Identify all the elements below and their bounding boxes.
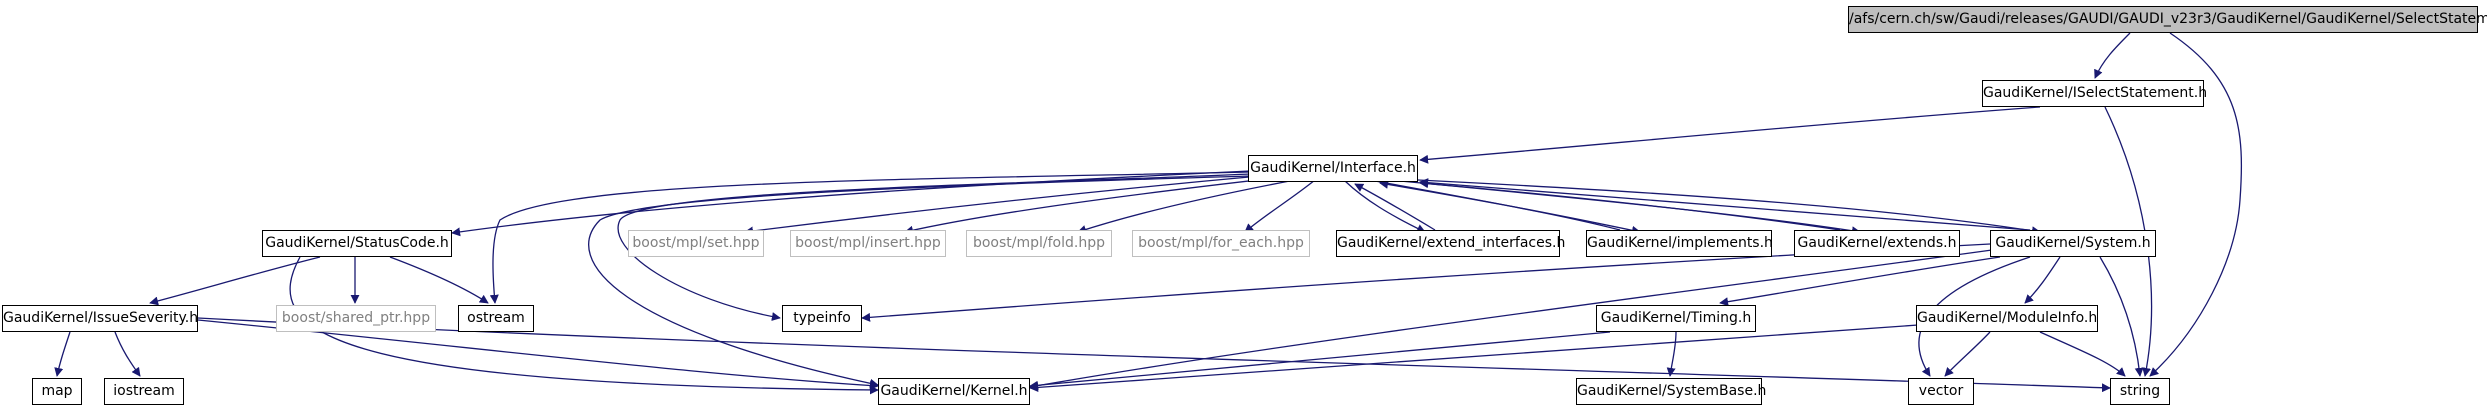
node-boost-mpl-fold[interactable]: boost/mpl/fold.hpp <box>966 230 1112 257</box>
node-kernel-header[interactable]: GaudiKernel/Kernel.h <box>878 378 1030 405</box>
node-iostream[interactable]: iostream <box>104 378 184 405</box>
edge-system-to-moduleinfo <box>2024 256 2061 304</box>
edge-extends-to-interface <box>1419 179 1841 231</box>
edge-extendinterfaces-to-interface <box>1354 183 1436 231</box>
node-select-statement-header[interactable]: /afs/cern.ch/sw/Gaudi/releases/GAUDI/GAU… <box>1848 6 2487 33</box>
node-system-header[interactable]: GaudiKernel/System.h <box>1990 230 2156 257</box>
node-system-base-header[interactable]: GaudiKernel/SystemBase.h <box>1576 378 1766 405</box>
edge-selectstatement-to-string <box>2149 32 2243 377</box>
edge-issueseverity-to-map <box>54 331 71 377</box>
edge-system-to-kernel <box>1029 249 1993 391</box>
edge-interface-to-boost-foreach <box>1244 179 1316 233</box>
edge-interface-to-extends <box>1399 180 1861 236</box>
node-status-code-header[interactable]: GaudiKernel/StatusCode.h <box>262 230 452 257</box>
edge-iselectstatement-to-interface <box>1419 106 2041 164</box>
edge-interface-to-kernel <box>588 175 1251 388</box>
edge-system-to-timing <box>1719 256 2001 307</box>
node-string[interactable]: string <box>2110 378 2170 405</box>
edge-implements-to-interface <box>1379 179 1621 231</box>
node-interface-header[interactable]: GaudiKernel/Interface.h <box>1248 155 1418 182</box>
node-boost-mpl-set[interactable]: boost/mpl/set.hpp <box>628 230 764 257</box>
edge-timing-to-systembase <box>1666 331 1677 377</box>
edge-system-to-typeinfo <box>861 243 1991 322</box>
node-extend-interfaces-header[interactable]: GaudiKernel/extend_interfaces.h <box>1336 230 1565 257</box>
node-timing-header[interactable]: GaudiKernel/Timing.h <box>1596 305 1756 332</box>
edge-interface-to-boost-fold <box>1077 179 1296 234</box>
edge-statuscode-to-issueseverity <box>149 256 321 306</box>
edge-statuscode-to-kernel <box>289 256 879 395</box>
edge-interface-to-extendinterfaces <box>1344 180 1426 233</box>
edge-moduleinfo-to-vector <box>1944 331 1991 377</box>
node-boost-mpl-for-each[interactable]: boost/mpl/for_each.hpp <box>1132 230 1310 257</box>
node-module-info-header[interactable]: GaudiKernel/ModuleInfo.h <box>1916 305 2098 332</box>
edge-interface-to-typeinfo <box>617 173 1251 321</box>
edge-issueseverity-to-kernel <box>197 319 879 390</box>
node-vector[interactable]: vector <box>1908 378 1974 405</box>
edge-interface-to-ostream <box>489 171 1251 304</box>
edge-moduleinfo-to-kernel <box>1029 324 1919 392</box>
edge-issueseverity-to-iostream <box>114 331 141 377</box>
edge-interface-to-boost-insert <box>904 177 1276 235</box>
edge-timing-to-kernel <box>1029 331 1611 390</box>
edge-moduleinfo-to-string <box>2039 331 2126 377</box>
node-boost-mpl-insert[interactable]: boost/mpl/insert.hpp <box>790 230 946 257</box>
edge-selectstatement-to-iselectstatement <box>2094 32 2131 79</box>
node-issue-severity-header[interactable]: GaudiKernel/IssueSeverity.h <box>2 305 198 332</box>
edge-interface-to-boost-set <box>744 175 1261 236</box>
node-extends-header[interactable]: GaudiKernel/extends.h <box>1794 230 1960 257</box>
node-map[interactable]: map <box>32 378 82 405</box>
edge-interface-to-statuscode <box>451 170 1251 237</box>
node-ostream[interactable]: ostream <box>458 305 534 332</box>
edge-statuscode-to-ostream <box>389 256 489 304</box>
edge-system-to-string <box>2099 256 2144 377</box>
edge-interface-to-system <box>1417 179 2041 236</box>
node-typeinfo[interactable]: typeinfo <box>782 305 862 332</box>
node-implements-header[interactable]: GaudiKernel/implements.h <box>1586 230 1773 257</box>
node-boost-shared-ptr[interactable]: boost/shared_ptr.hpp <box>276 305 436 332</box>
node-iselect-statement-header[interactable]: GaudiKernel/ISelectStatement.h <box>1982 80 2207 107</box>
